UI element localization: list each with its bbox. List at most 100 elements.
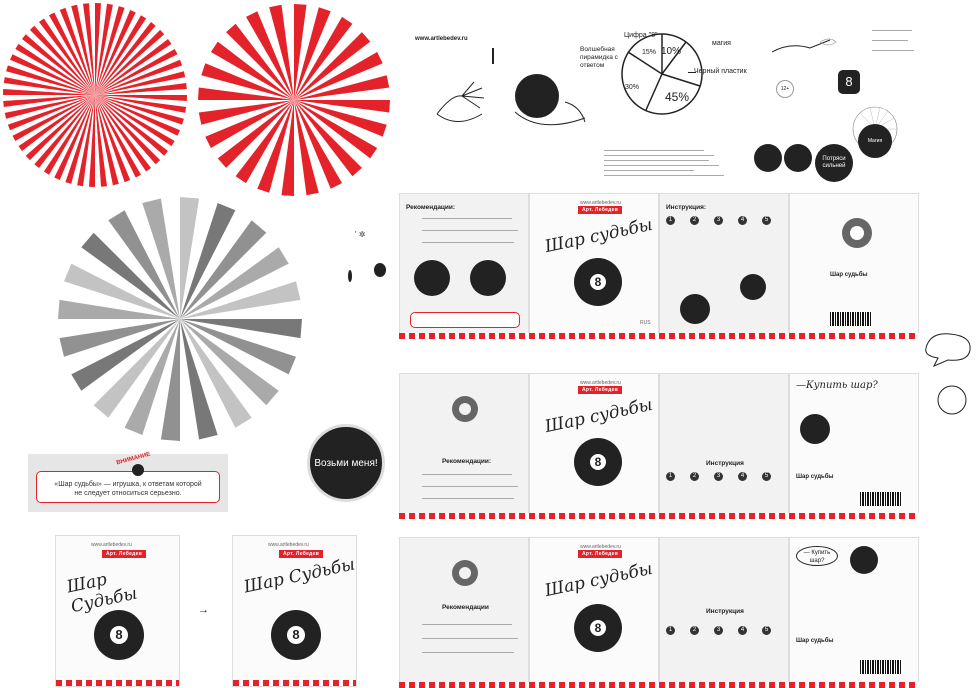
row1-instr-ball-2 (740, 274, 766, 300)
row1-cover-title: Шар судьбы (543, 214, 655, 258)
row1-cover-rus: RUS (640, 320, 651, 326)
pie-pct-magic: 10% (661, 46, 682, 57)
row1-cover-url: www.artlebedev.ru (580, 200, 621, 206)
row2-cover-ball: 8 (574, 438, 622, 486)
top-stick-mark (492, 48, 494, 64)
cover-panel-2: www.artlebedev.ru Арт. Лебедев Шар Судьб… (232, 535, 357, 687)
small-blob-marks (348, 263, 386, 282)
row1-instr-ball-1 (680, 294, 710, 324)
cover-1-url: www.artlebedev.ru (91, 542, 132, 548)
pie-pct-digit: 15% (642, 49, 657, 56)
warning-box: «Шар судьбы» — игрушка, к ответам которо… (36, 471, 220, 503)
row1-panel-back: Шар судьбы (789, 193, 919, 339)
row3-stripe (399, 682, 919, 688)
top-url: www.artlebedev.ru (415, 36, 468, 42)
open-hand-sketch (436, 81, 485, 122)
row1-warning (410, 312, 520, 328)
row1-barcode (830, 312, 872, 326)
cover-panel-1: www.artlebedev.ru Арт. Лебедев Шар Судьб… (55, 535, 180, 687)
holding-ball-sketch (514, 74, 586, 126)
age-text: 12+ (780, 86, 790, 92)
row1-cover-ball: 8 (574, 258, 622, 306)
row3-buy-text: — Купить шар? (803, 550, 831, 564)
cover-1-logo: Арт. Лебедев (102, 550, 147, 558)
row3-panel-cover: www.artlebedev.ru Арт. Лебедев Шар судьб… (529, 537, 659, 688)
row2-panel-cover: www.artlebedev.ru Арт. Лебедев Шар судьб… (529, 373, 659, 519)
row2-panel-recommendations: Рекомендации: (399, 373, 529, 519)
row2-back-ball (800, 414, 830, 444)
row2-instr-title: Инструкция (706, 460, 744, 467)
warning-smiley-icon (132, 464, 144, 476)
take-me-text: Возьми меня! (314, 457, 378, 469)
row2-buy-sketch: —Купить шар? (796, 380, 878, 391)
cover-1-title: Шар Судьбы (65, 569, 140, 618)
shake-circle: Потряси сильней (815, 144, 853, 182)
package-row-3: Рекомендации www.artlebedev.ru Арт. Лебе… (399, 537, 919, 688)
cover-2-url: www.artlebedev.ru (268, 542, 309, 548)
row1-rec-circle-1 (414, 260, 450, 296)
row3-rec-title: Рекомендации (442, 604, 489, 611)
cover-2-ball: 8 (271, 610, 321, 660)
cover-2-stripe (233, 680, 356, 686)
pie-pct-pyramid: 30% (625, 84, 640, 91)
magic-circle: Магия (858, 124, 892, 158)
cover-2-ball-number: 8 (287, 626, 305, 644)
row2-cover-url: www.artlebedev.ru (580, 380, 621, 386)
row1-rec-circle-2 (470, 260, 506, 296)
pie-label-pyramid-text: Волшебная пирамидка с ответом (580, 46, 618, 69)
tiny-circle-1 (754, 144, 782, 172)
pen-sketch (771, 38, 837, 53)
row1-back-title: Шар судьбы (830, 272, 868, 278)
row2-rec-title: Рекомендации: (442, 458, 492, 465)
row3-back-ball (850, 546, 878, 574)
row2-back-title: Шар судьбы (796, 474, 834, 480)
row3-barcode (860, 660, 902, 674)
warning-line-2: не следует относиться серьезно. (74, 490, 182, 497)
row3-speech-bubble: — Купить шар? (796, 546, 838, 566)
row3-cover-ball: 8 (574, 604, 622, 652)
row3-cover-title: Шар судьбы (543, 558, 655, 602)
row3-cover-logo: Арт. Лебедев (578, 550, 623, 558)
row1-panel-instructions: Инструкция: 1 2 3 4 5 (659, 193, 789, 339)
pie-label-plastic: Черный пластик (694, 68, 747, 75)
shake-circle-text: Потряси сильней (822, 156, 846, 169)
cover-1-ball: 8 (94, 610, 144, 660)
row2-stripe (399, 513, 919, 519)
warning-banner: «Шар судьбы» — игрушка, к ответам которо… (28, 452, 228, 512)
row1-stripe (399, 333, 919, 339)
row2-panel-instructions: Инструкция 1 2 3 4 5 (659, 373, 789, 519)
package-row-1: Рекомендации: www.artlebedev.ru Арт. Леб… (399, 193, 919, 339)
row1-back-donut (842, 218, 872, 248)
magic-circle-text: Магия (867, 138, 883, 144)
row2-cover-ball-number: 8 (590, 454, 606, 470)
covers-arrow: → (198, 604, 209, 616)
pie-callout-line (688, 72, 696, 73)
row2-barcode (860, 492, 902, 506)
row3-instr-title: Инструкция (706, 608, 744, 615)
composition-pie (621, 33, 703, 115)
row3-panel-recommendations: Рекомендации (399, 537, 529, 688)
row2-panel-back: —Купить шар? Шар судьбы (789, 373, 919, 519)
age-badge: 12+ (776, 80, 794, 98)
pie-label-magic: магия (712, 40, 731, 47)
row3-donut (452, 560, 478, 586)
cover-1-ball-number: 8 (110, 626, 128, 644)
pie-pct-plastic: 45% (665, 90, 690, 104)
row1-instr-title: Инструкция: (666, 204, 707, 211)
warning-line-1: «Шар судьбы» — игрушка, к ответам которо… (54, 481, 202, 488)
cover-2-title: Шар Судьбы (242, 554, 357, 598)
top-right-ball-number: 8 (845, 74, 853, 89)
row2-cover-logo: Арт. Лебедев (578, 386, 623, 394)
row3-cover-ball-number: 8 (590, 620, 606, 636)
gray-sunburst (58, 197, 302, 441)
row1-panel-cover: www.artlebedev.ru Арт. Лебедев Шар судьб… (529, 193, 659, 339)
pie-label-pyramid: Волшебная пирамидка с ответом (580, 46, 624, 70)
row3-cover-url: www.artlebedev.ru (580, 544, 621, 550)
cover-2-logo: Арт. Лебедев (279, 550, 324, 558)
red-sunburst-wide (198, 4, 390, 196)
row2-cover-title: Шар судьбы (543, 394, 655, 438)
pie-label-digit: Цифра "8" (624, 32, 658, 39)
row3-panel-back: — Купить шар? Шар судьбы (789, 537, 919, 688)
row2-donut (452, 396, 478, 422)
tiny-mark-a: ' ✲ (355, 230, 366, 239)
